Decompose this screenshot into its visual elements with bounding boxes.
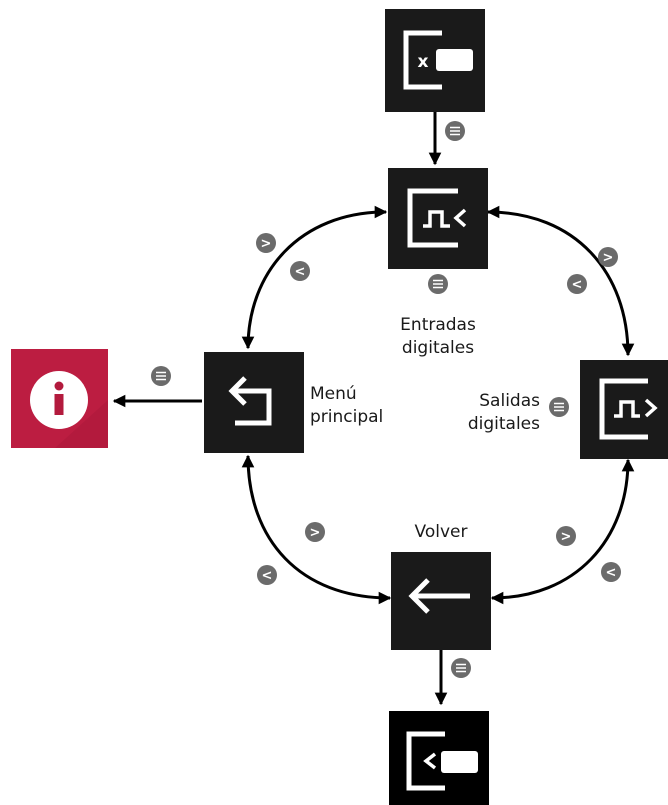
svg-text:x: x — [418, 52, 429, 72]
exit-x-icon: x — [403, 30, 473, 90]
connectors — [112, 112, 635, 706]
next-symbol: > — [261, 237, 272, 252]
arc-inputs-main-menu — [241, 205, 388, 350]
back-tile[interactable] — [391, 552, 491, 650]
menu-lines-icon — [428, 274, 448, 294]
prev-symbol: < — [572, 278, 583, 293]
arc-inputs-outputs — [486, 205, 635, 357]
outputs-label-line1: Salidas — [479, 391, 540, 411]
arc-main-menu-back — [241, 454, 392, 605]
inputs-label: Entradas digitales — [385, 314, 491, 360]
exit-bottom-tile[interactable] — [389, 711, 489, 805]
prev-symbol: < — [295, 265, 306, 280]
main-menu-tile[interactable] — [204, 352, 304, 453]
prev-badge: < — [257, 565, 277, 585]
next-badge: > — [556, 526, 576, 546]
menu-lines-icon — [151, 366, 171, 386]
next-symbol: > — [603, 251, 614, 266]
prev-symbol: < — [262, 569, 273, 584]
main-menu-label-line1: Menú — [310, 384, 357, 404]
outputs-label: Salidas digitales — [450, 390, 540, 436]
exit-top-tile[interactable]: x — [385, 9, 485, 112]
nav-badges: > < > < > < > < — [256, 233, 621, 585]
next-badge: > — [598, 247, 618, 267]
next-symbol: > — [310, 526, 321, 541]
digital-output-icon — [599, 378, 658, 440]
menu-lines-icon — [445, 121, 465, 141]
next-badge: > — [305, 522, 325, 542]
info-icon — [30, 371, 88, 429]
arc-outputs-back — [490, 458, 635, 605]
enter-badges — [151, 121, 569, 678]
menu-lines-icon — [451, 658, 471, 678]
prev-badge: < — [290, 261, 310, 281]
main-menu-label: Menú principal — [310, 383, 383, 429]
prev-symbol: < — [606, 566, 617, 581]
digital-inputs-tile[interactable] — [388, 168, 488, 269]
exit-back-icon — [406, 731, 478, 791]
digital-outputs-tile[interactable] — [580, 360, 668, 459]
outputs-label-line2: digitales — [467, 414, 540, 434]
prev-badge: < — [567, 274, 587, 294]
left-arrow-icon — [408, 578, 470, 614]
inputs-label-line1: Entradas — [400, 315, 476, 335]
back-label: Volver — [414, 522, 468, 542]
next-symbol: > — [561, 530, 572, 545]
menu-lines-icon — [549, 397, 569, 417]
prev-badge: < — [601, 562, 621, 582]
next-badge: > — [256, 233, 276, 253]
inputs-label-line2: digitales — [401, 338, 475, 358]
main-menu-label-line2: principal — [310, 407, 384, 427]
return-arrow-icon — [228, 376, 272, 426]
digital-input-icon — [407, 188, 467, 248]
info-tile[interactable] — [11, 349, 108, 448]
